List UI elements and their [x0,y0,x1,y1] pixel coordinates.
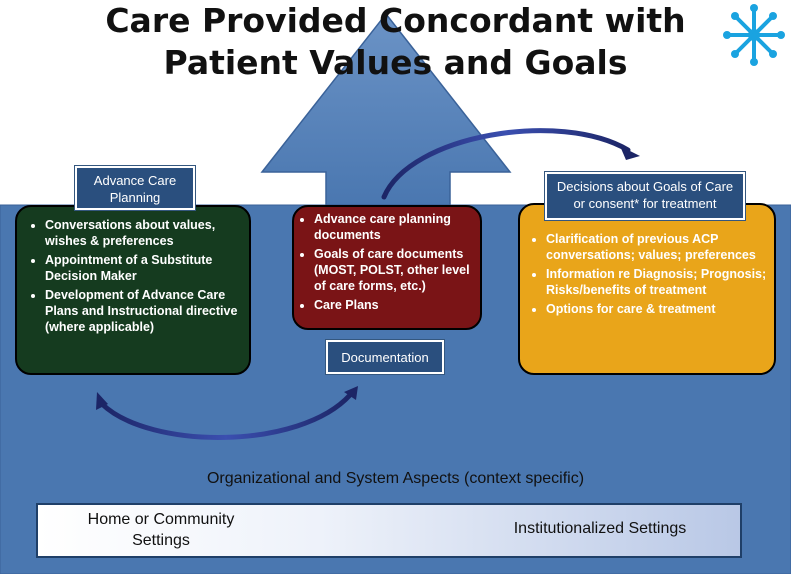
doc-item: Care Plans [314,297,474,313]
advance-care-planning-label: Advance Care Planning [75,166,195,210]
decision-item: Information re Diagnosis; Prognosis; Ris… [546,266,768,298]
page-title: Care Provided Concordant with Patient Va… [0,0,791,84]
curved-arrow-acp-to-doc [99,392,353,440]
advance-care-planning-box: Conversations about values, wishes & pre… [15,205,251,375]
curved-arrow-doc-to-decisions [381,128,631,200]
curved-arrow-head-acp [96,392,108,410]
decisions-label-line-1: Decisions about Goals of Care [556,179,734,194]
title-line-2: Patient Values and Goals [163,43,628,82]
big-up-arrow [260,12,512,206]
settings-bar [36,503,742,558]
decisions-box: Clarification of previous ACP conversati… [518,203,776,375]
documentation-box: Advance care planning documents Goals of… [292,205,482,330]
decisions-label-line-2: or consent* for treatment [573,196,717,211]
institutionalized-settings-label: Institutionalized Settings [513,520,687,537]
home-label-line-2: Settings [132,532,190,549]
curved-arrow-head-doc [344,386,358,400]
acp-label-line-2: Planning [109,190,161,205]
decision-item: Clarification of previous ACP conversati… [546,231,768,263]
home-label-line-1: Home or Community [87,511,235,528]
acp-item: Conversations about values, wishes & pre… [45,217,241,249]
organizational-aspects-label: Organizational and System Aspects (conte… [206,470,585,487]
curved-arrow-head-decisions [620,146,640,160]
decision-item: Options for care & treatment [546,301,768,317]
decisions-label: Decisions about Goals of Care or consent… [545,172,745,220]
acp-item: Development of Advance Care Plans and In… [45,287,241,335]
documentation-label: Documentation [326,340,444,374]
acp-label-line-1: Advance Care [93,173,177,188]
doc-item: Goals of care documents (MOST, POLST, ot… [314,246,474,294]
snowflake-logo-icon [723,4,785,66]
doc-item: Advance care planning documents [314,211,474,243]
home-community-settings-label: Home or Community Settings [58,509,264,551]
acp-item: Appointment of a Substitute Decision Mak… [45,252,241,284]
title-line-1: Care Provided Concordant with [105,1,686,40]
